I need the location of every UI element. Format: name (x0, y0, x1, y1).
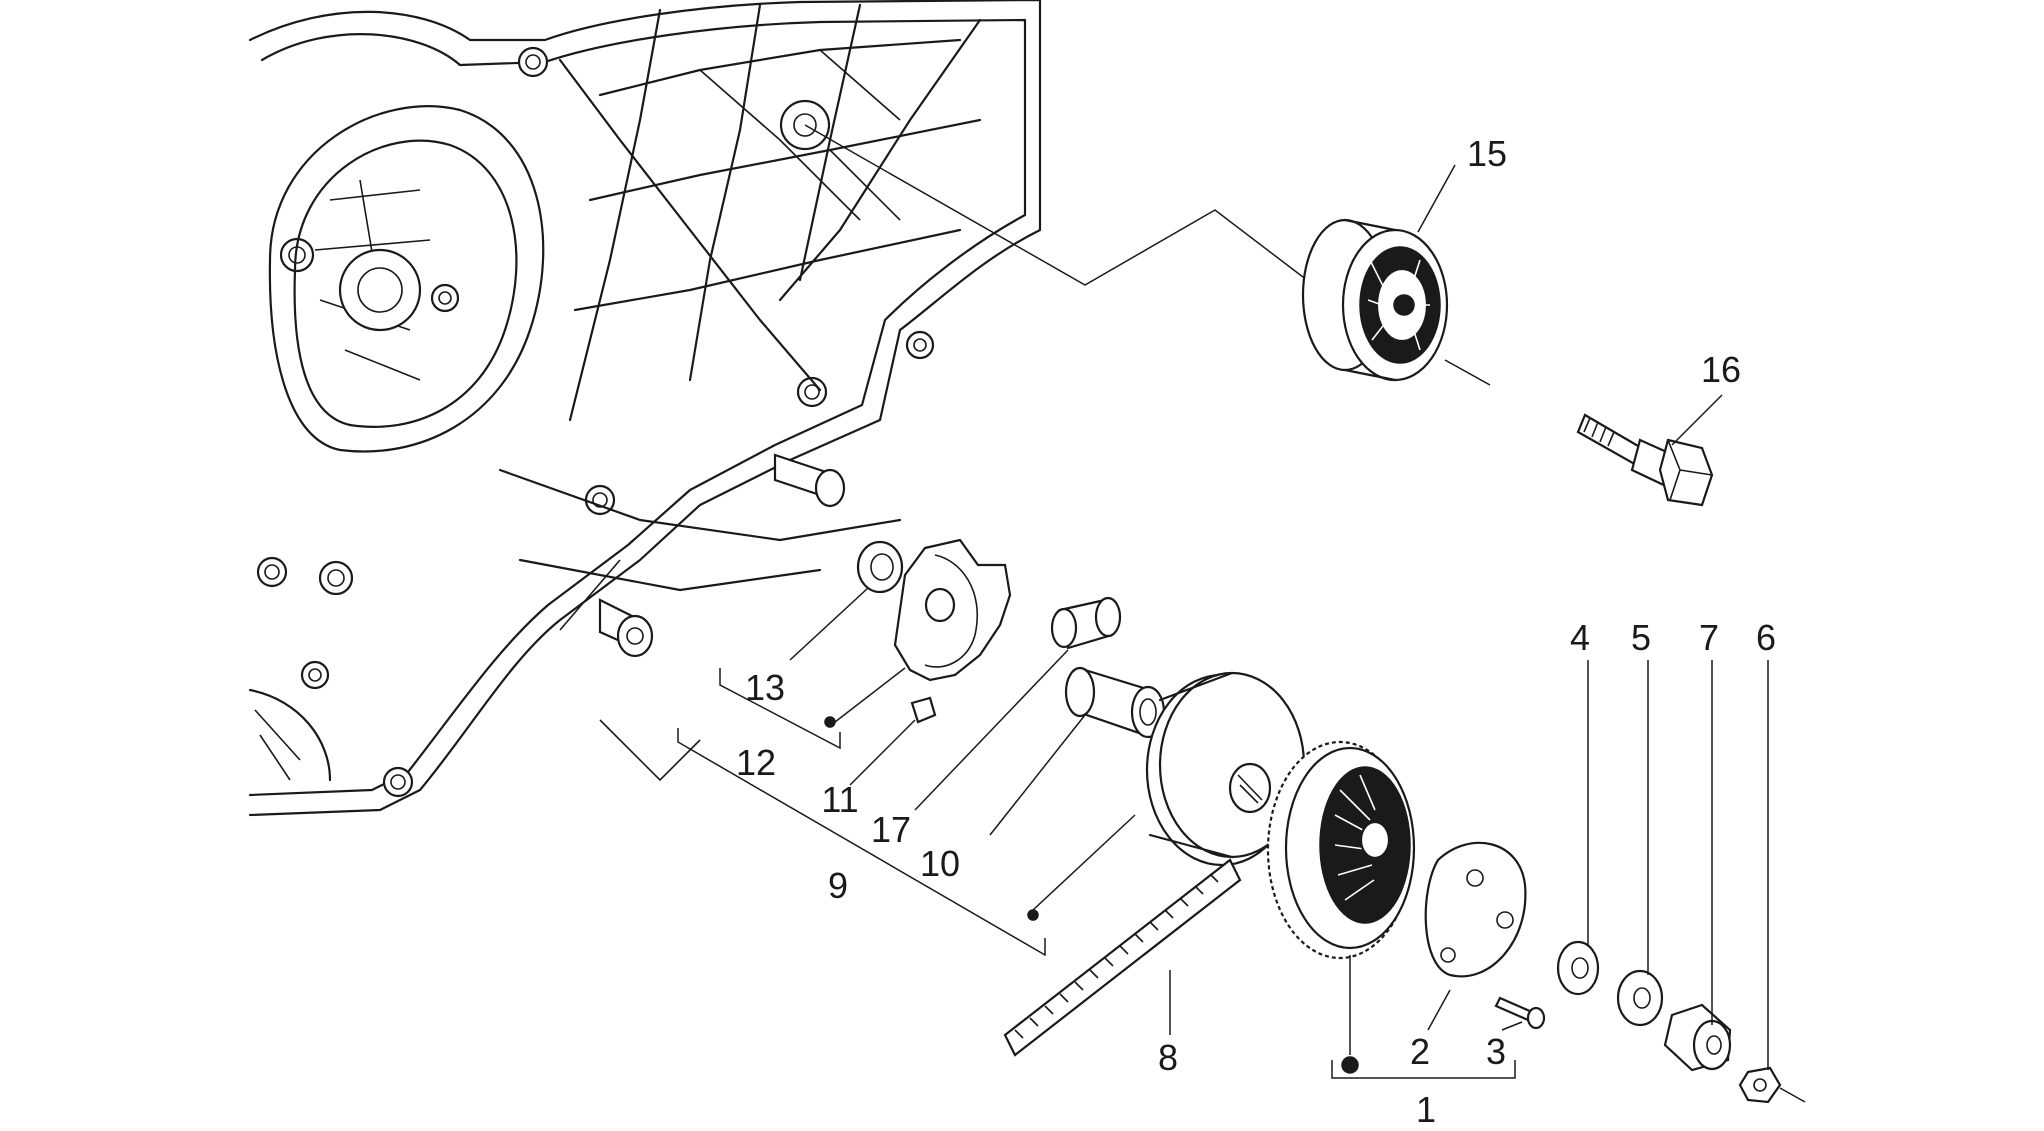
screw-part-3 (1494, 996, 1546, 1030)
callout-7: 7 (1699, 617, 1719, 658)
nut-part-6 (1738, 1066, 1806, 1104)
callout-13: 13 (745, 667, 785, 708)
plate-part-2 (1424, 841, 1527, 978)
slider-part-11 (910, 696, 937, 724)
bracket-12 (719, 668, 841, 750)
callout-2: 2 (1410, 1031, 1430, 1072)
callout-9: 9 (828, 865, 848, 906)
bracket-1 (1331, 1060, 1516, 1079)
bolt-part-16 (1576, 413, 1714, 507)
cap-nut-part-7 (1663, 1003, 1732, 1072)
engine-crankcase (248, 0, 1042, 817)
case-bolt-bosses (256, 46, 935, 798)
callout-12: 12 (736, 742, 776, 783)
fixed-pulley-part-1 (1266, 740, 1416, 960)
callout-16: 16 (1701, 349, 1741, 390)
assembly-axis-line-16 (1444, 359, 1491, 386)
callout-4: 4 (1570, 617, 1590, 658)
dot-marker-12 (824, 716, 836, 728)
callout-1: 1 (1416, 1089, 1436, 1130)
callout-15: 15 (1467, 133, 1507, 174)
callout-3: 3 (1486, 1031, 1506, 1072)
dot-marker-9 (1027, 909, 1039, 921)
drive-belt-part-8 (1003, 858, 1242, 1057)
idler-pulley-part-15 (1301, 218, 1449, 382)
callout-6: 6 (1756, 617, 1776, 658)
callout-11: 11 (821, 779, 858, 820)
bracket-9 (677, 728, 1046, 957)
leader-lines (789, 164, 1769, 1070)
callout-8: 8 (1158, 1037, 1178, 1078)
washer-part-4 (1556, 940, 1600, 996)
bushing-part-17 (1050, 596, 1122, 650)
sleeve-part-10 (1064, 666, 1166, 739)
pulley-half-part-9 (1145, 671, 1306, 867)
washer-part-13 (856, 540, 904, 594)
callout-10: 10 (920, 843, 960, 884)
dot-marker-1 (1341, 1056, 1359, 1074)
ramp-plate-part-12 (893, 538, 1012, 682)
callout-labels: 15 16 4 5 7 6 13 12 11 17 10 9 8 2 3 1 (736, 133, 1776, 1130)
callout-17: 17 (871, 809, 911, 850)
callout-5: 5 (1631, 617, 1651, 658)
assembly-axis-line-15 (804, 124, 1321, 291)
washer-part-5 (1616, 969, 1664, 1027)
